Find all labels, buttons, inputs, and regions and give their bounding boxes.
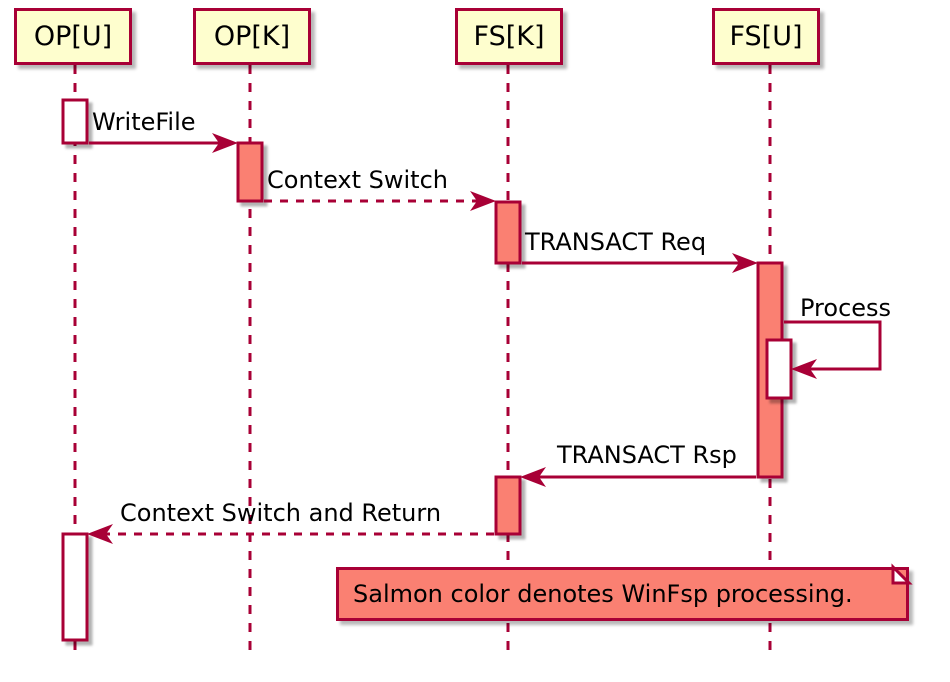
participant-opk-label: OP[K] — [213, 21, 291, 52]
message-label-context-switch: Context Switch — [267, 166, 448, 194]
participant-opk[interactable]: OP[K] — [193, 8, 311, 65]
activation-opk-1 — [236, 141, 264, 203]
note-legend-text: Salmon color denotes WinFsp processing. — [353, 580, 853, 608]
participant-opu[interactable]: OP[U] — [14, 8, 132, 65]
activation-fsk-1 — [494, 200, 522, 265]
message-label-process: Process — [800, 294, 892, 322]
participant-fsu-label: FS[U] — [729, 21, 803, 52]
lifelines — [73, 65, 772, 653]
participant-fsu[interactable]: FS[U] — [712, 8, 820, 65]
message-label-transact-req: TRANSACT Req — [525, 228, 707, 256]
activation-opu-1 — [61, 98, 89, 145]
arrow-process-self — [784, 320, 882, 379]
participant-fsk-label: FS[K] — [473, 21, 545, 52]
activations — [61, 98, 793, 642]
message-label-context-switch-return: Context Switch and Return — [120, 499, 442, 527]
note-legend: Salmon color denotes WinFsp processing. — [336, 567, 909, 621]
arrow-writefile — [89, 133, 238, 153]
participant-opu-label: OP[U] — [33, 21, 113, 52]
activation-fsk-2 — [494, 475, 522, 536]
message-label-writefile: WriteFile — [92, 108, 196, 136]
message-label-transact-rsp: TRANSACT Rsp — [557, 441, 737, 469]
arrow-transact-rsp — [520, 467, 756, 487]
participant-fsk[interactable]: FS[K] — [455, 8, 563, 65]
activation-fsu-2-nested — [765, 338, 793, 400]
arrow-context-switch-return — [87, 524, 494, 544]
activation-opu-2 — [61, 532, 89, 642]
message-arrows — [87, 133, 882, 544]
arrow-transact-req — [522, 253, 758, 273]
arrow-context-switch — [264, 191, 496, 211]
